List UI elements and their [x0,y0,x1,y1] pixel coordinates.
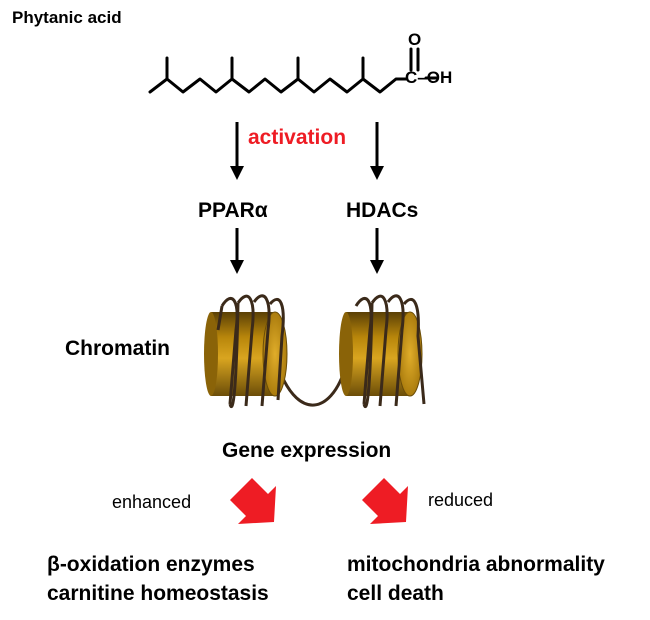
outcome-beta-oxidation: β-oxidation enzymes [47,553,255,576]
outcome-mitochondria: mitochondria abnormality [347,553,605,576]
activation-arrows [230,122,384,274]
nucleosome-left [204,294,288,409]
enhanced-label: enhanced [112,492,192,512]
phytanic-acid-structure [148,47,438,94]
effect-arrows [230,478,408,524]
acid-group-label: C–OH [405,68,453,87]
outcome-carnitine: carnitine homeostasis [47,582,269,605]
enhanced-outcomes: β-oxidation enzymes carnitine homeostasi… [47,550,269,608]
outcome-cell-death: cell death [347,582,444,605]
ppar-alpha-label: PPARα [198,199,268,222]
enhanced-arrow [230,478,276,524]
chromatin-illustration [204,294,426,409]
reduced-arrow [362,478,408,524]
linker-dna [278,371,346,407]
gene-expression-label: Gene expression [222,439,392,462]
reduced-outcomes: mitochondria abnormality cell death [347,550,605,608]
reduced-label: reduced [428,490,494,510]
hdacs-label: HDACs [346,199,419,222]
nucleosome-right [339,294,426,409]
figure-title: Phytanic acid [12,8,122,27]
activation-label: activation [248,126,347,149]
chromatin-label: Chromatin [65,337,170,360]
carbonyl-oxygen-label: O [408,30,422,49]
